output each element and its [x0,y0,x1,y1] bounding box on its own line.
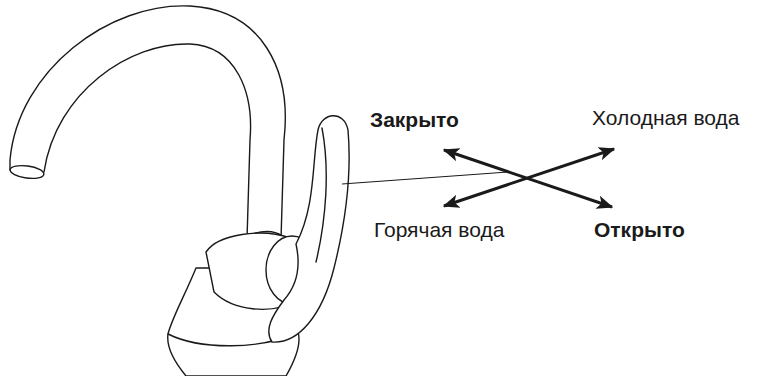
leader-line [342,172,508,184]
spout-outlet [9,164,44,181]
faucet-lever [269,116,349,342]
direction-label: Закрыто [370,108,459,132]
direction-label: Горячая вода [374,218,504,242]
faucet-spout [10,6,285,272]
direction-label: Открыто [594,218,685,242]
lever-edge [316,128,326,262]
hot-cold-arrow [444,149,614,206]
direction-label: Холодная вода [592,106,740,130]
